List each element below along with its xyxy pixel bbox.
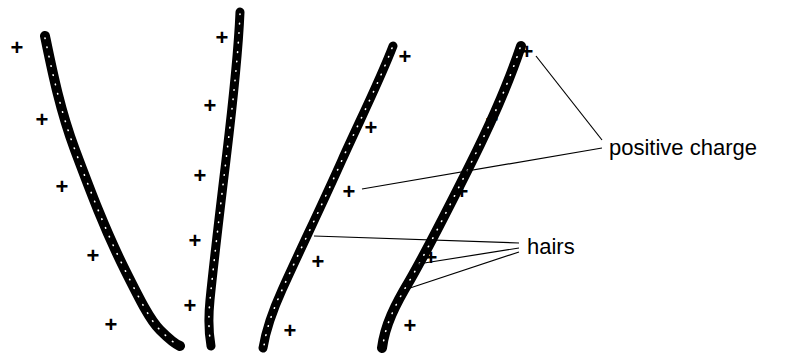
charge-sign: + — [87, 245, 100, 267]
hair — [45, 36, 180, 346]
callout-label: positive charge — [609, 137, 757, 159]
hair-highlight — [209, 14, 240, 344]
charge-sign: + — [284, 320, 297, 342]
leader-line — [404, 252, 519, 290]
charge-sign: + — [56, 176, 69, 198]
charge-sign: + — [194, 165, 207, 187]
hair — [382, 46, 521, 348]
charge-sign: + — [189, 230, 202, 252]
charge-sign: + — [36, 109, 49, 131]
hair-highlight — [383, 48, 520, 346]
charge-sign: + — [399, 46, 412, 68]
charge-sign: + — [521, 41, 534, 63]
leader-line — [362, 148, 602, 189]
charge-sign: + — [456, 181, 469, 203]
hair-highlight — [264, 48, 392, 346]
leader-line — [536, 56, 602, 140]
charge-sign: + — [105, 314, 118, 336]
hair-highlight — [45, 38, 178, 345]
hair — [209, 12, 240, 346]
charge-sign: + — [11, 37, 24, 59]
hair — [263, 46, 393, 348]
charge-sign: + — [204, 95, 217, 117]
charge-sign: + — [343, 181, 356, 203]
charge-sign: + — [216, 27, 229, 49]
charge-sign: + — [425, 247, 438, 269]
charge-sign: + — [184, 295, 197, 317]
charge-sign: + — [312, 251, 325, 273]
leader-line — [314, 236, 519, 243]
charge-sign: + — [486, 109, 499, 131]
charge-sign: + — [404, 315, 417, 337]
callout-label: hairs — [527, 236, 575, 258]
charge-sign: + — [365, 117, 378, 139]
